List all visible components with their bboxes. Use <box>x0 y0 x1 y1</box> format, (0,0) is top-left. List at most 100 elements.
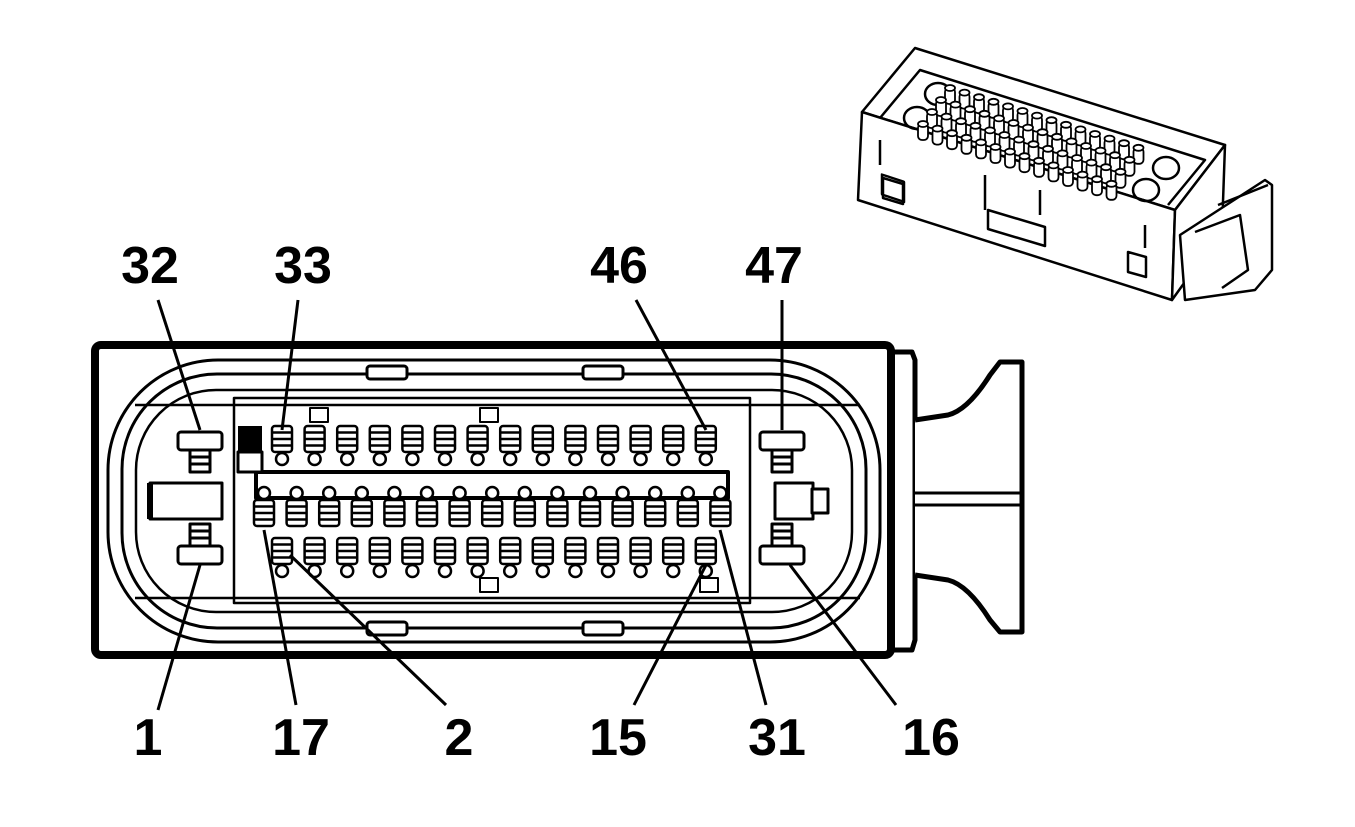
iso-pin <box>917 120 929 141</box>
terminal-lower <box>433 536 457 579</box>
terminal-middle <box>383 485 406 528</box>
terminal-lower <box>401 536 424 579</box>
iso-pin <box>1074 125 1087 147</box>
terminal-middle <box>676 485 700 528</box>
terminal-lower <box>564 536 587 579</box>
iso-pin <box>1018 152 1031 174</box>
terminal-large-47 <box>758 430 806 474</box>
terminal-middle <box>643 485 667 528</box>
terminal-upper <box>596 424 620 467</box>
iso-pin <box>1051 132 1063 154</box>
iso-pin <box>935 96 947 117</box>
iso-pin <box>1132 143 1145 165</box>
iso-pin <box>1091 175 1103 197</box>
terminal-lower <box>270 536 294 579</box>
iso-pin <box>1094 146 1107 168</box>
terminal-middle <box>415 485 439 528</box>
terminal-lower <box>368 536 392 579</box>
connector-pin-grid <box>917 84 1145 201</box>
iso-pin <box>1033 156 1045 178</box>
terminal-upper <box>335 424 359 467</box>
iso-pin <box>969 121 982 143</box>
iso-pin <box>958 88 971 110</box>
iso-pin <box>1002 102 1014 124</box>
terminal-upper <box>629 424 652 467</box>
terminal-upper <box>661 424 685 467</box>
iso-pin <box>931 124 944 146</box>
terminal-middle <box>578 485 602 528</box>
iso-pin <box>1007 119 1020 140</box>
iso-pin <box>1016 107 1029 128</box>
terminal-middle <box>546 485 569 528</box>
iso-pin <box>940 112 953 134</box>
iso-pin <box>1062 166 1074 187</box>
terminal-middle <box>350 485 374 528</box>
iso-pin <box>944 84 956 105</box>
terminal-middle <box>252 485 276 528</box>
pin-label-32: 32 <box>121 237 179 295</box>
terminal-middle <box>513 485 537 528</box>
terminal-upper <box>694 424 718 467</box>
terminal-large-1 <box>176 522 224 566</box>
iso-pin <box>1123 155 1136 177</box>
iso-pin <box>1045 116 1058 138</box>
terminal-upper <box>270 424 294 467</box>
terminal-lower <box>694 536 718 579</box>
terminal-lower <box>629 536 652 579</box>
terminal-middle <box>448 485 471 528</box>
iso-pin <box>960 133 973 155</box>
iso-pin <box>926 108 938 129</box>
iso-pin <box>1031 111 1043 133</box>
terminal-middle <box>317 485 341 528</box>
iso-pin <box>1080 142 1092 163</box>
terminal-cavities <box>176 424 806 579</box>
terminal-lower <box>596 536 620 579</box>
pin-label-31: 31 <box>748 709 806 767</box>
terminal-upper <box>466 424 489 467</box>
terminal-large-16 <box>758 522 806 566</box>
iso-pin <box>1105 179 1118 201</box>
terminal-middle <box>709 485 732 528</box>
iso-pin <box>964 105 976 127</box>
terminal-upper <box>303 424 326 467</box>
terminal-middle <box>480 485 504 528</box>
terminal-middle <box>285 485 308 528</box>
iso-pin <box>1013 135 1025 157</box>
pin-label-16: 16 <box>902 709 960 767</box>
terminal-upper <box>401 424 424 467</box>
terminal-lower <box>531 536 555 579</box>
terminal-upper <box>564 424 587 467</box>
iso-pin <box>1076 170 1089 192</box>
iso-pin <box>978 109 991 131</box>
pin-label-15: 15 <box>589 709 647 767</box>
iso-pin <box>989 143 1002 164</box>
connector-face-view <box>91 341 1025 659</box>
terminal-upper <box>498 424 522 467</box>
terminal-upper <box>368 424 392 467</box>
iso-pin <box>975 138 987 160</box>
terminal-lower <box>661 536 685 579</box>
terminal-lower <box>498 536 522 579</box>
pin-label-46: 46 <box>590 237 648 295</box>
pin-label-1: 1 <box>134 709 163 767</box>
terminal-upper <box>531 424 555 467</box>
terminal-lower <box>335 536 359 579</box>
iso-pin <box>987 97 1000 119</box>
iso-pin <box>1047 161 1060 183</box>
pin-label-2: 2 <box>445 709 474 767</box>
pin-leader-lines <box>156 299 898 711</box>
iso-pin <box>1089 130 1101 151</box>
terminal-lower <box>303 536 326 579</box>
iso-pin <box>946 129 958 151</box>
pin-label-33: 33 <box>274 237 332 295</box>
iso-pin <box>1114 167 1127 189</box>
terminal-upper <box>433 424 457 467</box>
terminal-lower <box>466 536 489 579</box>
pin-labels: 32 33 46 47 1 17 2 15 31 16 <box>121 237 960 767</box>
terminal-large-32 <box>176 430 224 474</box>
iso-pin <box>998 131 1011 152</box>
terminal-middle <box>611 485 634 528</box>
pin-label-17: 17 <box>272 709 330 767</box>
connector-isometric-view <box>856 46 1274 302</box>
